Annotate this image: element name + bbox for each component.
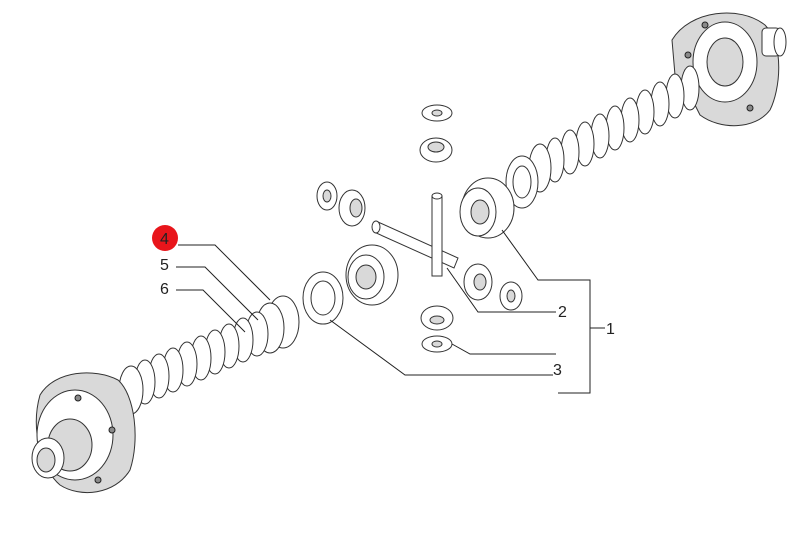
- right-pinion-gear: [463, 263, 523, 311]
- callout-5: 5: [160, 257, 169, 274]
- right-differential-housing: [671, 12, 787, 127]
- left-side-gear: [345, 244, 399, 306]
- callout-6: 6: [160, 281, 169, 298]
- callout-4-highlight: [152, 225, 178, 251]
- bottom-pinion-gear: [420, 305, 454, 353]
- top-pinion-gear: [419, 104, 453, 163]
- left-clutch-pack: [118, 295, 300, 415]
- callouts: 1 2 3 4 5 6: [152, 225, 615, 379]
- callout-2: 2: [558, 304, 567, 321]
- right-side-gear: [459, 177, 515, 239]
- callout-3: 3: [553, 362, 562, 379]
- left-differential-housing: [31, 372, 136, 494]
- cross-shaft: [371, 192, 459, 277]
- left-pinion-gear: [316, 181, 366, 227]
- callout-4: 4: [160, 231, 169, 248]
- right-clutch-pack: [505, 65, 700, 209]
- leader-lines: [176, 229, 605, 394]
- thrust-washer: [302, 271, 344, 325]
- callout-1: 1: [606, 321, 615, 338]
